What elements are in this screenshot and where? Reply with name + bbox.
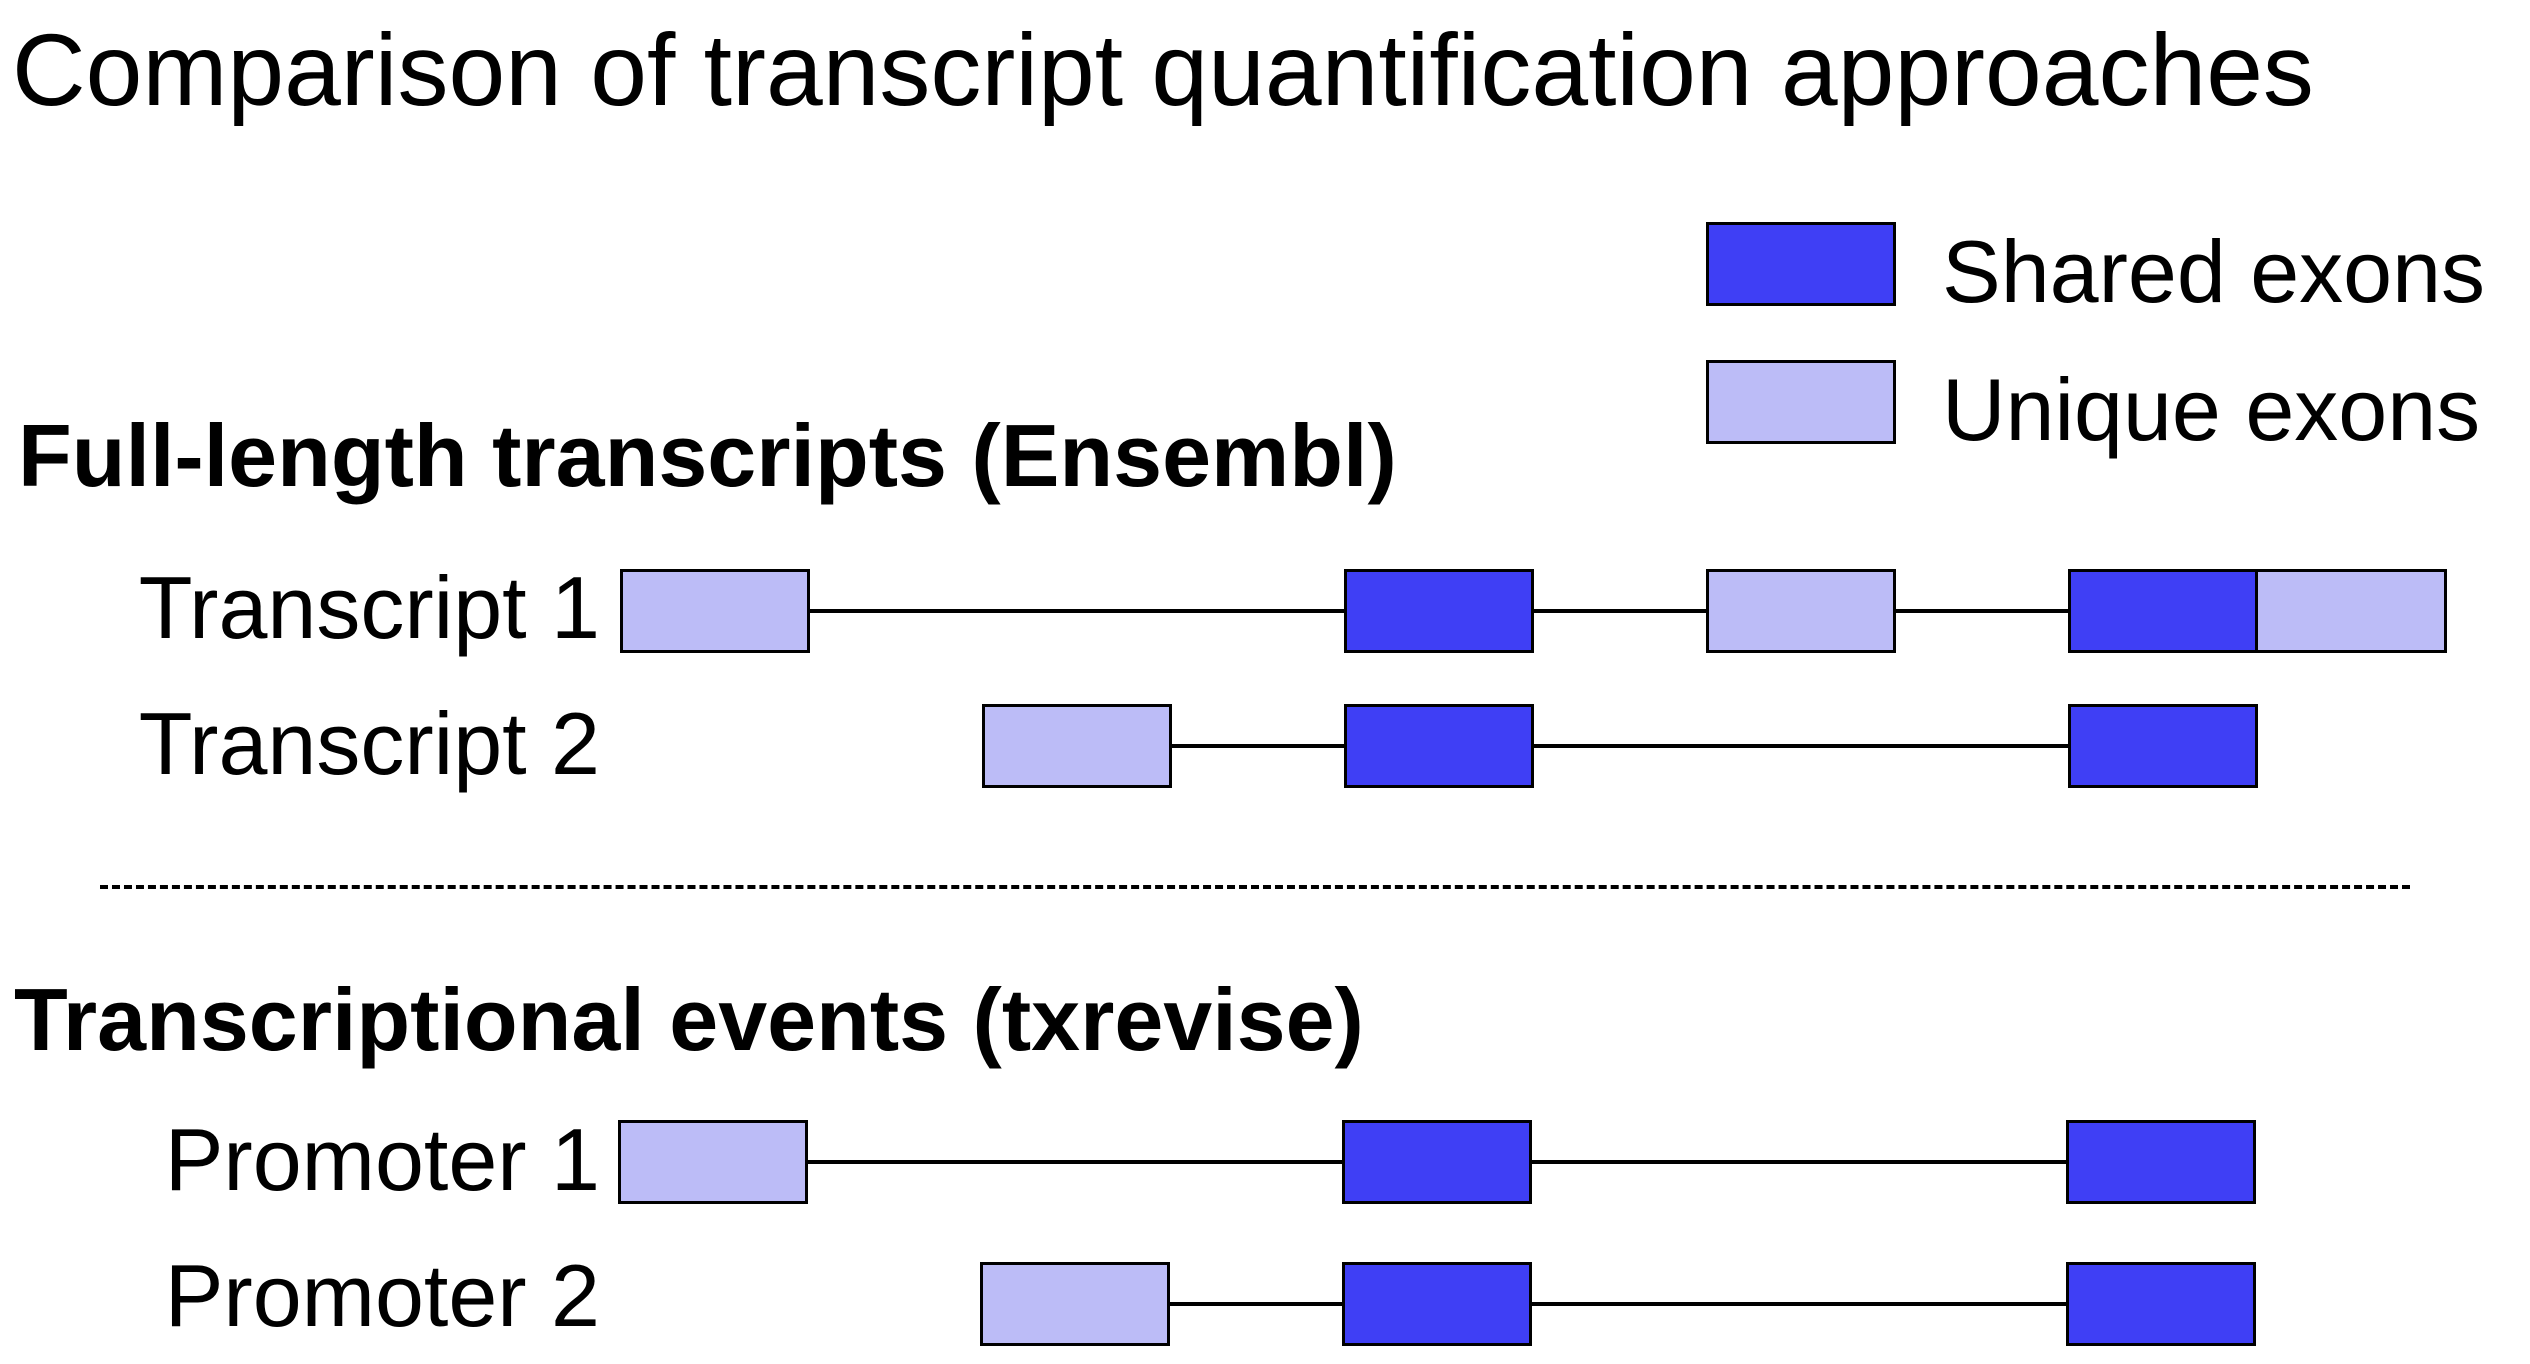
exon-unique [982, 704, 1172, 788]
intron [1168, 1302, 1344, 1306]
legend-shared-label: Shared exons [1942, 222, 2486, 321]
intron [808, 609, 1346, 613]
intron [1530, 1302, 2068, 1306]
legend-shared-swatch [1706, 222, 1896, 306]
exon-unique [618, 1120, 808, 1204]
row-label-promoter-2: Promoter 2 [164, 1246, 600, 1345]
intron [1532, 609, 1708, 613]
exon-shared [1344, 704, 1534, 788]
exon-unique [2255, 569, 2447, 653]
intron [1170, 744, 1346, 748]
row-label-transcript-2: Transcript 2 [138, 694, 600, 793]
diagram-title: Comparison of transcript quantification … [12, 13, 2314, 127]
intron [806, 1160, 1344, 1164]
section-divider [100, 885, 2410, 889]
exon-shared [2066, 1262, 2256, 1346]
legend-unique-swatch [1706, 360, 1896, 444]
exon-shared [1344, 569, 1534, 653]
exon-unique [1706, 569, 1896, 653]
legend-unique-label: Unique exons [1942, 360, 2481, 459]
row-label-transcript-1: Transcript 1 [138, 558, 600, 657]
section-title-transcriptional-events: Transcriptional events (txrevise) [14, 970, 1364, 1069]
section-title-full-length: Full-length transcripts (Ensembl) [18, 406, 1397, 505]
intron [1894, 609, 2070, 613]
intron [1532, 744, 2070, 748]
exon-shared [2066, 1120, 2256, 1204]
exon-shared [2068, 704, 2258, 788]
intron [1530, 1160, 2068, 1164]
exon-unique [980, 1262, 1170, 1346]
row-label-promoter-1: Promoter 1 [164, 1110, 600, 1209]
exon-shared [2068, 569, 2258, 653]
exon-shared [1342, 1262, 1532, 1346]
exon-shared [1342, 1120, 1532, 1204]
exon-unique [620, 569, 810, 653]
